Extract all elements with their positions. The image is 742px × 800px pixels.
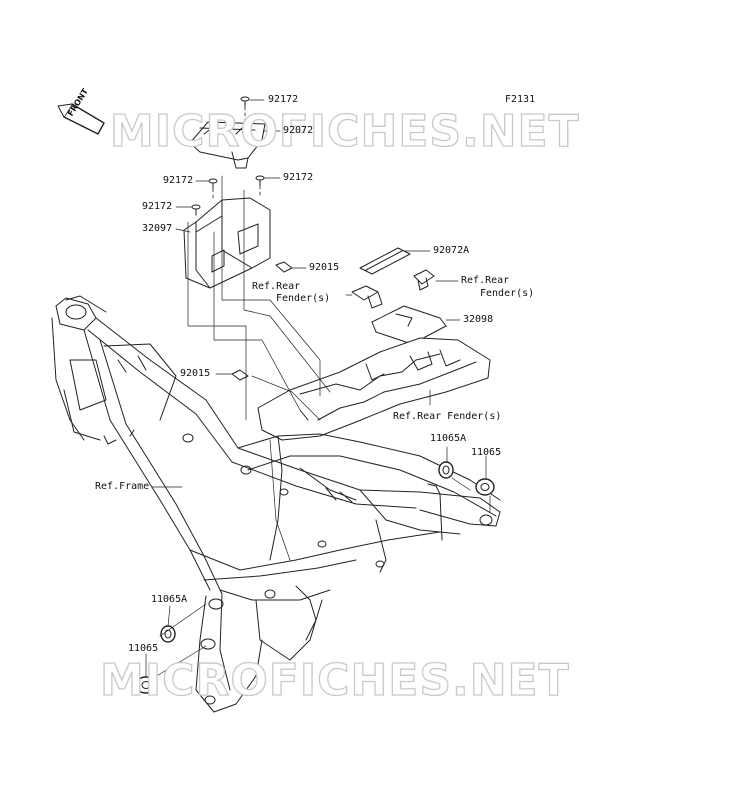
label-ref-rear-fender-right-line2: Fender(s) bbox=[480, 288, 535, 299]
damper-92015-lower-icon bbox=[231, 369, 249, 381]
label-92172-mid: 92172 bbox=[142, 201, 173, 212]
bolt-92172-right-icon bbox=[255, 175, 265, 187]
label-ref-frame: Ref.Frame bbox=[95, 481, 150, 492]
fender-bracket-left-icon bbox=[351, 285, 383, 309]
figure-code: F2131 bbox=[505, 94, 536, 105]
label-11065-top: 11065 bbox=[471, 447, 502, 458]
label-92072: 92072 bbox=[283, 125, 314, 136]
label-11065A-top: 11065A bbox=[430, 433, 467, 444]
label-ref-rear-fender-right-line1: Ref.Rear bbox=[461, 275, 510, 286]
label-11065A-bottom: 11065A bbox=[151, 594, 188, 605]
label-92172-left: 92172 bbox=[163, 175, 194, 186]
damper-92015-upper-icon bbox=[275, 261, 293, 273]
label-32098: 32098 bbox=[463, 314, 494, 325]
watermark-top: MICROFICHES.NET bbox=[109, 106, 580, 157]
label-92172-top: 92172 bbox=[268, 94, 299, 105]
front-direction-arrow-icon bbox=[57, 103, 105, 135]
rear-fender-tray-drawing bbox=[257, 337, 491, 441]
grommet-11065A-bottom-icon bbox=[160, 625, 176, 643]
cover-92072-drawing bbox=[189, 121, 266, 169]
bolt-92172-top-icon bbox=[240, 96, 250, 108]
label-92015-upper: 92015 bbox=[309, 262, 340, 273]
alignment-lines bbox=[149, 175, 491, 681]
strap-92072A-drawing bbox=[359, 247, 411, 275]
label-ref-rear-fender-left-line1: Ref.Rear bbox=[252, 281, 301, 292]
fender-bracket-right-icon bbox=[413, 269, 435, 291]
grommet-11065-top-icon bbox=[475, 478, 495, 496]
motorcycle-frame-drawing bbox=[51, 295, 501, 713]
label-92015-lower: 92015 bbox=[180, 368, 211, 379]
callout-leader-lines bbox=[145, 99, 487, 678]
assembly-leaders bbox=[212, 106, 261, 201]
grommet-11065A-top-icon bbox=[438, 461, 454, 479]
watermark-bottom: MICROFICHES.NET bbox=[99, 655, 570, 706]
label-92072A: 92072A bbox=[433, 245, 470, 256]
label-92172-right: 92172 bbox=[283, 172, 314, 183]
battery-case-32097-drawing bbox=[183, 197, 271, 289]
bolt-92172-left-icon bbox=[208, 178, 218, 190]
bolt-92172-mid-icon bbox=[191, 204, 201, 216]
plate-32098-drawing bbox=[371, 305, 447, 345]
label-32097: 32097 bbox=[142, 223, 173, 234]
label-ref-rear-fender-bottom: Ref.Rear Fender(s) bbox=[393, 411, 502, 422]
label-ref-rear-fender-left-line2: Fender(s) bbox=[276, 293, 331, 304]
label-11065-bottom: 11065 bbox=[128, 643, 159, 654]
